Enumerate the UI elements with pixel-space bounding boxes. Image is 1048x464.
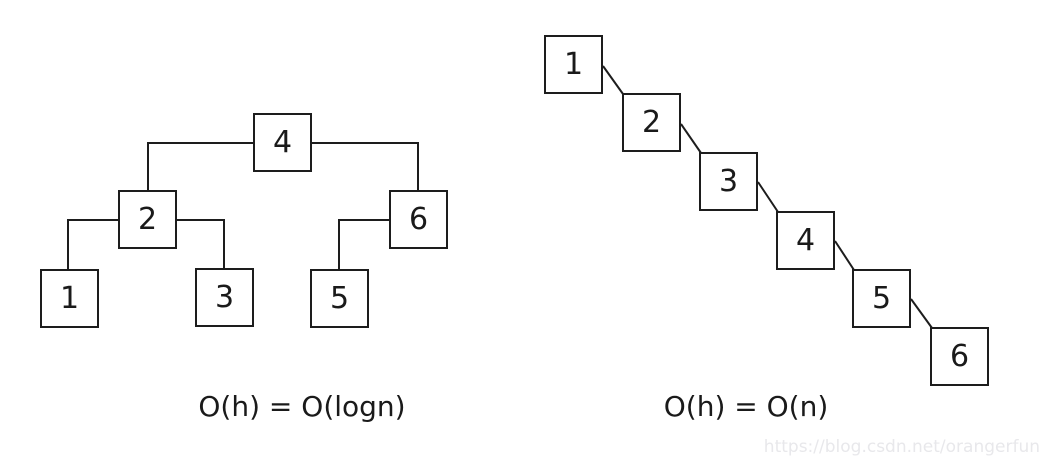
- edge-right-2-3: [680, 123, 702, 154]
- left-tree-node-3: 3: [195, 268, 254, 327]
- edge-right-1-2: [602, 65, 624, 95]
- right-tree-caption: O(h) = O(n): [663, 390, 829, 423]
- left-tree-caption: O(h) = O(logn): [198, 390, 406, 423]
- csdn-blog-watermark: https://blog.csdn.net/orangerfun: [763, 437, 1040, 457]
- left-tree-node-2: 2: [118, 190, 177, 249]
- left-tree-node-5: 5: [310, 269, 369, 328]
- edge-left-4-2: [147, 142, 253, 190]
- edge-right-3-4: [757, 181, 779, 213]
- right-tree-node-4: 4: [776, 211, 835, 270]
- edge-right-4-5: [834, 240, 855, 271]
- edge-right-5-6: [910, 298, 933, 329]
- left-tree-node-6: 6: [389, 190, 448, 249]
- left-tree-node-1: 1: [40, 269, 99, 328]
- edge-left-4-6: [312, 142, 419, 190]
- right-tree-node-6: 6: [930, 327, 989, 386]
- left-tree-node-4: 4: [253, 113, 312, 172]
- right-tree-node-1: 1: [544, 35, 603, 94]
- edge-left-6-5: [338, 219, 389, 269]
- right-tree-node-3: 3: [699, 152, 758, 211]
- edge-left-2-1: [67, 219, 118, 269]
- edge-left-2-3: [177, 219, 225, 268]
- right-tree-node-5: 5: [852, 269, 911, 328]
- right-tree-node-2: 2: [622, 93, 681, 152]
